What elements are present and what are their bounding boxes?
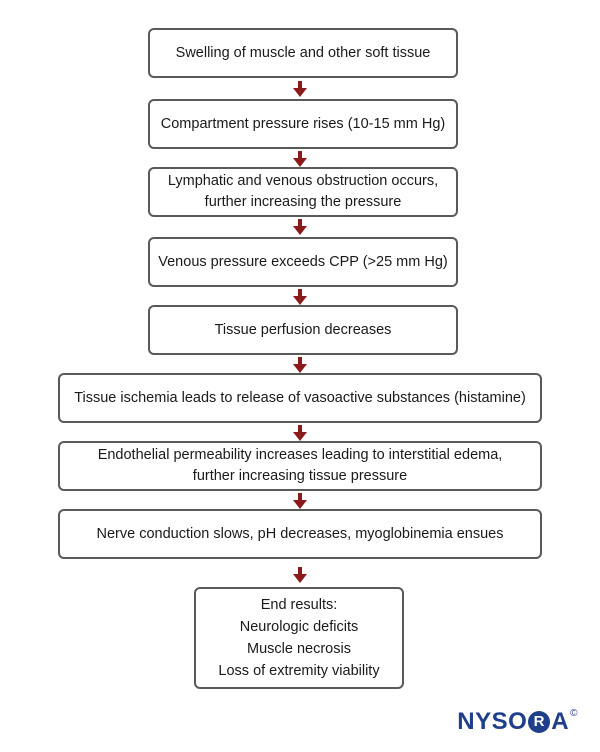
step-8-text: Nerve conduction slows, pH decreases, my… xyxy=(96,525,504,542)
down-arrow-icon xyxy=(293,357,307,373)
logo-circle-letter: R xyxy=(528,711,551,733)
step-1-text: Swelling of muscle and other soft tissue xyxy=(175,44,431,61)
step-5-box: Tissue perfusion decreases xyxy=(148,305,458,355)
end-result-item: Muscle necrosis xyxy=(247,641,351,657)
step-3-text-line1: Lymphatic and venous obstruction occurs, xyxy=(167,173,439,189)
logo-text-start: NYSO xyxy=(457,708,528,735)
down-arrow-icon xyxy=(293,493,307,509)
step-3-box: Lymphatic and venous obstruction occurs,… xyxy=(148,167,458,217)
step-7-text-line2: further increasing tissue pressure xyxy=(192,468,408,484)
step-2-text: Compartment pressure rises (10-15 mm Hg) xyxy=(160,115,446,132)
step-3-text-line2: further increasing the pressure xyxy=(204,194,402,210)
step-4-text: Venous pressure exceeds CPP (>25 mm Hg) xyxy=(158,253,448,270)
step-5-text: Tissue perfusion decreases xyxy=(214,321,392,338)
copyright-mark: © xyxy=(570,708,578,719)
step-4-box: Venous pressure exceeds CPP (>25 mm Hg) xyxy=(148,237,458,287)
step-1-box: Swelling of muscle and other soft tissue xyxy=(148,28,458,78)
down-arrow-icon xyxy=(293,151,307,167)
logo-text-end: A xyxy=(551,708,570,735)
step-6-text: Tissue ischemia leads to release of vaso… xyxy=(74,389,526,406)
step-8-box: Nerve conduction slows, pH decreases, my… xyxy=(58,509,542,559)
step-6-box: Tissue ischemia leads to release of vaso… xyxy=(58,373,542,423)
down-arrow-icon xyxy=(293,219,307,235)
end-result-item: Neurologic deficits xyxy=(239,619,359,635)
down-arrow-icon xyxy=(293,81,307,97)
down-arrow-icon xyxy=(293,289,307,305)
step-7-text-line1: Endothelial permeability increases leadi… xyxy=(97,447,503,463)
step-2-box: Compartment pressure rises (10-15 mm Hg) xyxy=(148,99,458,149)
down-arrow-icon xyxy=(293,567,307,583)
end-results-box: End results: Neurologic deficits Muscle … xyxy=(194,587,404,689)
step-7-box: Endothelial permeability increases leadi… xyxy=(58,441,542,491)
end-result-item: Loss of extremity viability xyxy=(218,663,380,679)
down-arrow-icon xyxy=(293,425,307,441)
end-results-heading: End results: xyxy=(260,597,338,613)
